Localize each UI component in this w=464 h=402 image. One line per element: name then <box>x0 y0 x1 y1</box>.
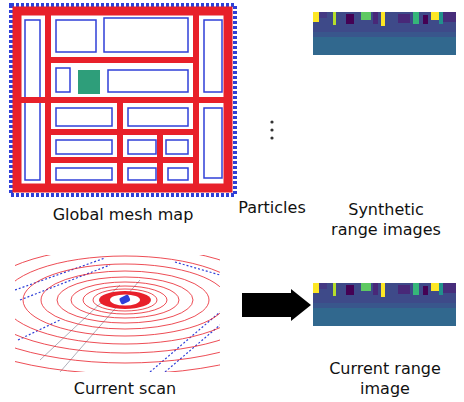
block-arrow <box>242 289 311 321</box>
mesh-map <box>11 5 235 195</box>
caption: Current range image <box>328 359 442 399</box>
lidar-scan <box>15 255 220 372</box>
synthetic-range-image <box>313 12 456 55</box>
image-panel: Synthetic range images <box>313 8 459 240</box>
current-range-image <box>313 283 456 326</box>
image-panel: Current range image <box>310 280 460 399</box>
particle-dots <box>270 120 273 139</box>
caption: Current scan <box>15 379 235 399</box>
caption: Global mesh map <box>13 205 233 225</box>
image-panel: Global mesh map <box>8 3 238 225</box>
image-panel: Current scan <box>12 250 238 399</box>
caption: Synthetic range images <box>329 200 443 240</box>
label: Particles <box>232 198 312 218</box>
